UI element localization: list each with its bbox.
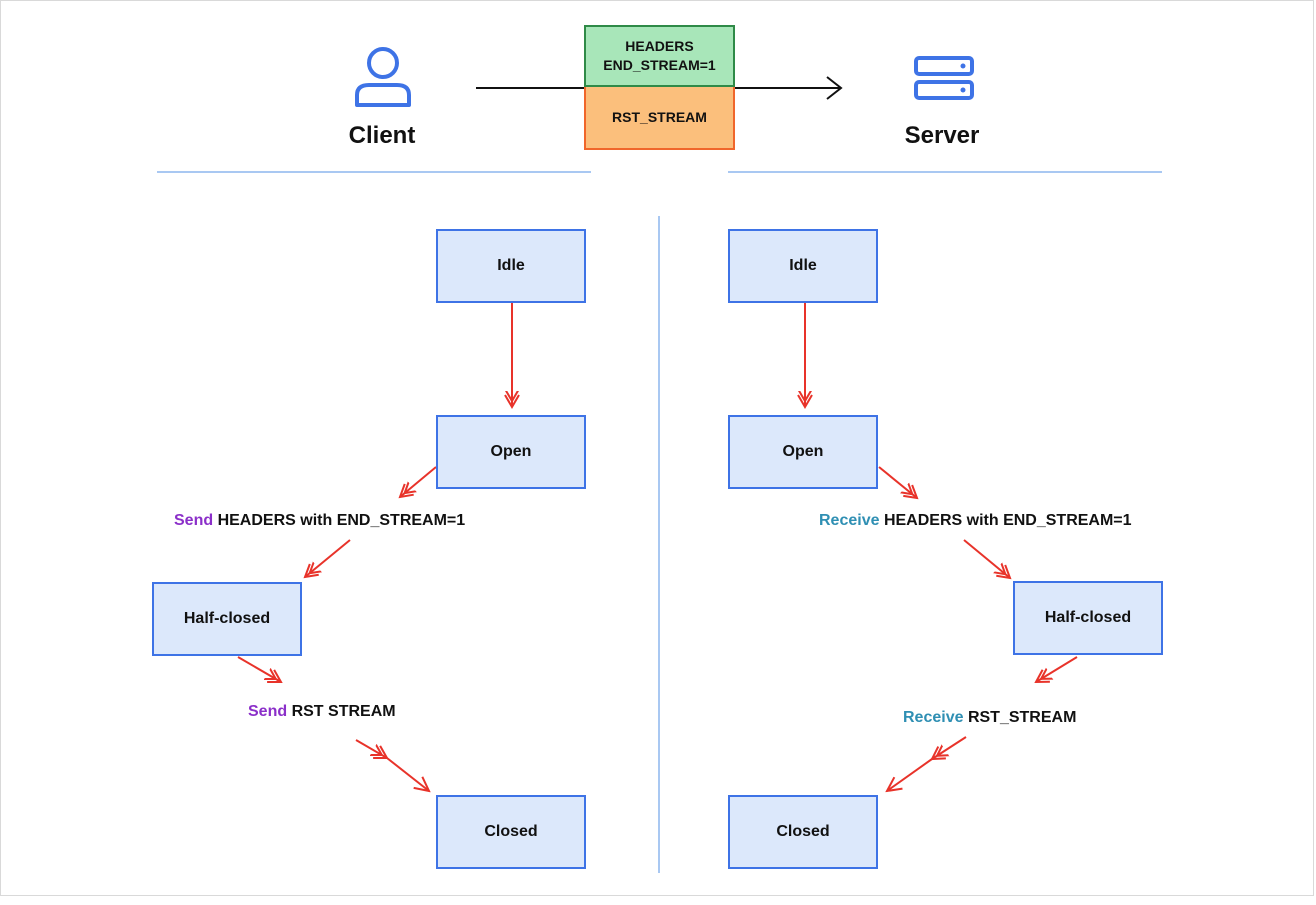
client-state-open: Open (436, 415, 586, 489)
server-state-idle: Idle (728, 229, 878, 303)
client-label: Client (348, 122, 416, 149)
server-state-half-closed: Half-closed (1013, 581, 1163, 655)
transition-text: RST_STREAM (963, 709, 1077, 726)
transition-verb: Send (174, 512, 214, 529)
client-transition-send-rst: Send RST STREAM (248, 703, 396, 721)
server-arrow-rst-closed-b (887, 758, 933, 791)
transition-verb: Receive (819, 512, 880, 529)
transition-text: RST STREAM (287, 703, 396, 720)
transition-text: HEADERS with END_STREAM=1 (879, 512, 1132, 529)
server-arrow-rst-closed-a (932, 736, 967, 759)
transition-verb: Send (248, 703, 288, 720)
client-arrow-send-halfclosed (305, 539, 351, 577)
server-state-open: Open (728, 415, 878, 489)
server-arrow-open-receive (878, 466, 917, 498)
client-state-half-closed: Half-closed (152, 582, 302, 656)
connection-arrowhead (826, 76, 843, 100)
transition-verb: Receive (903, 709, 964, 726)
client-arrow-rst-closed-a (355, 739, 387, 758)
client-state-closed: Closed (436, 795, 586, 869)
client-arrow-rst-closed-b (386, 757, 429, 791)
server-arrow-receive-halfclosed (963, 539, 1010, 578)
server-transition-receive-rst: Receive RST_STREAM (903, 709, 1076, 727)
server-arrow-halfclosed-rst (1036, 656, 1078, 682)
server-transition-receive-headers: Receive HEADERS with END_STREAM=1 (819, 512, 1132, 530)
headers-frame-line-2: END_STREAM=1 (603, 57, 716, 73)
server-label: Server (904, 122, 980, 149)
server-icon (914, 56, 974, 100)
client-state-idle: Idle (436, 229, 586, 303)
client-arrow-open-send (400, 466, 437, 497)
headers-frame: HEADERS END_STREAM=1 (584, 25, 735, 87)
rst-stream-frame: RST_STREAM (584, 87, 735, 150)
client-transition-send-headers: Send HEADERS with END_STREAM=1 (174, 512, 465, 530)
client-arrow-halfclosed-rst (237, 656, 281, 682)
transition-text: HEADERS with END_STREAM=1 (213, 512, 466, 529)
headers-frame-line-1: HEADERS (625, 38, 694, 54)
server-state-closed: Closed (728, 795, 878, 869)
user-icon (355, 47, 411, 107)
